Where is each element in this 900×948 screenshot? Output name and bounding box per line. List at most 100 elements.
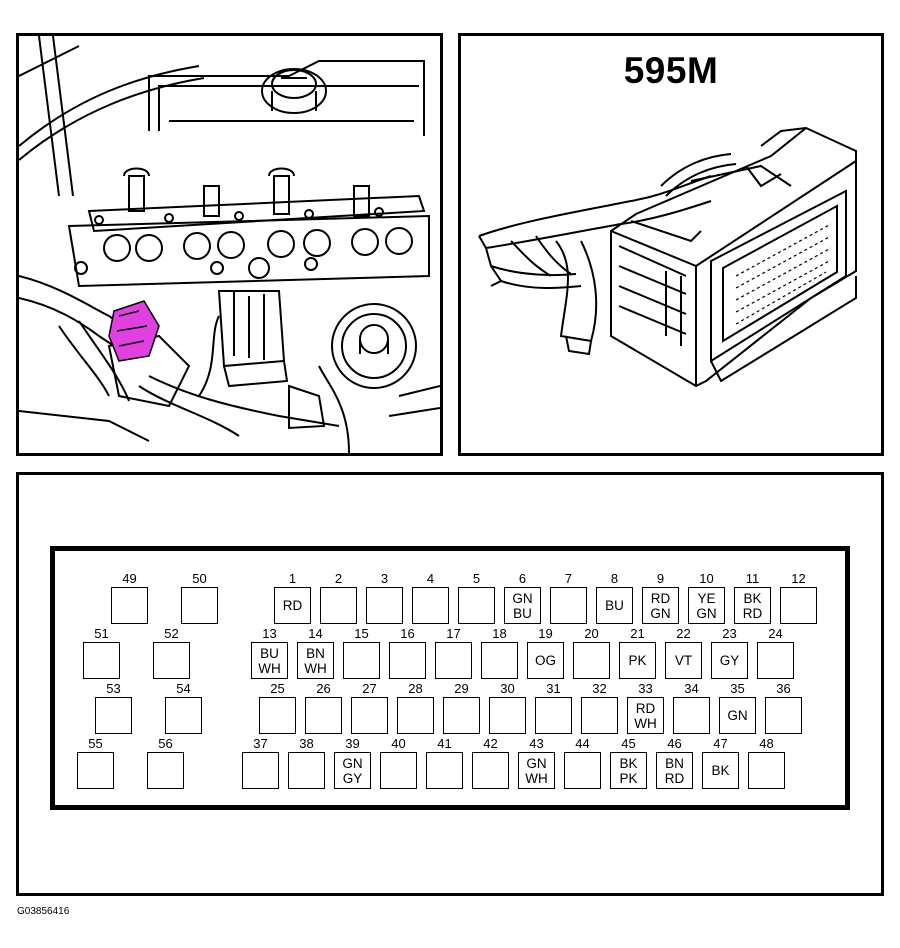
wire-color-code: BN	[665, 755, 684, 771]
pin-number: 9	[656, 571, 665, 586]
pin-cavity	[397, 697, 434, 734]
pin-number: 8	[610, 571, 619, 586]
pin-56: 56	[147, 737, 184, 789]
pin-44: 44	[564, 737, 601, 789]
wire-color-code: GY	[342, 770, 363, 786]
pin-number: 42	[483, 736, 498, 751]
pin-cavity	[320, 587, 357, 624]
wire-color-code: RD	[635, 700, 656, 716]
pin-32: 32	[581, 682, 618, 734]
pin-29: 29	[443, 682, 480, 734]
wire-color-code: BK	[743, 590, 762, 606]
pin-number: 56	[158, 736, 173, 751]
pin-number: 19	[538, 626, 553, 641]
pin-cavity	[489, 697, 526, 734]
pin-17: 17	[435, 627, 472, 679]
pin-cavity	[458, 587, 495, 624]
pin-number: 22	[676, 626, 691, 641]
pin-cavity	[472, 752, 509, 789]
pin-number: 34	[684, 681, 699, 696]
pin-number: 54	[176, 681, 191, 696]
pin-number: 31	[546, 681, 561, 696]
pin-number: 35	[730, 681, 745, 696]
pin-cavity	[389, 642, 426, 679]
pin-2: 2	[320, 572, 357, 624]
pin-cavity	[380, 752, 417, 789]
pin-number: 17	[446, 626, 461, 641]
wire-color-code: BK	[619, 755, 638, 771]
pin-cavity	[765, 697, 802, 734]
pin-number: 1	[288, 571, 297, 586]
wire-color-code: RD	[742, 605, 763, 621]
pin-cavity	[165, 697, 202, 734]
pin-cavity	[147, 752, 184, 789]
pin-number: 41	[437, 736, 452, 751]
pin-37: 37	[242, 737, 279, 789]
pin-cavity: GY	[711, 642, 748, 679]
pin-number: 46	[667, 736, 682, 751]
pin-cavity	[343, 642, 380, 679]
wire-color-code: GN	[696, 605, 717, 621]
engine-compartment-drawing	[19, 36, 440, 453]
pin-cavity	[153, 642, 190, 679]
pin-36: 36	[765, 682, 802, 734]
pin-cavity	[673, 697, 710, 734]
pin-number: 50	[192, 571, 207, 586]
pin-number: 53	[106, 681, 121, 696]
pin-18: 18	[481, 627, 518, 679]
wire-color-code: RD	[650, 590, 671, 606]
pin-30: 30	[489, 682, 526, 734]
pin-5: 5	[458, 572, 495, 624]
pin-cavity	[111, 587, 148, 624]
pin-31: 31	[535, 682, 572, 734]
pin-cavity	[748, 752, 785, 789]
pin-3: 3	[366, 572, 403, 624]
pin-cavity	[181, 587, 218, 624]
pin-cavity: BU	[596, 587, 633, 624]
pin-number: 38	[299, 736, 314, 751]
pin-number: 49	[122, 571, 137, 586]
pin-number: 37	[253, 736, 268, 751]
pin-27: 27	[351, 682, 388, 734]
pin-number: 3	[380, 571, 389, 586]
pin-number: 6	[518, 571, 527, 586]
pin-54: 54	[165, 682, 202, 734]
wire-color-code: BU	[605, 598, 624, 613]
pin-number: 48	[759, 736, 774, 751]
pin-number: 15	[354, 626, 369, 641]
pin-cavity: GN	[719, 697, 756, 734]
pin-number: 30	[500, 681, 515, 696]
pin-number: 21	[630, 626, 645, 641]
pin-number: 39	[345, 736, 360, 751]
pin-number: 13	[262, 626, 277, 641]
wire-color-code: OG	[534, 653, 556, 668]
pinout-frame	[50, 546, 850, 810]
pin-cavity	[77, 752, 114, 789]
pin-28: 28	[397, 682, 434, 734]
pin-cavity	[259, 697, 296, 734]
figure-code: G03856416	[17, 906, 70, 917]
pin-number: 47	[713, 736, 728, 751]
wire-color-code: BK	[711, 763, 730, 778]
connector-drawing	[478, 126, 857, 388]
pin-cavity	[242, 752, 279, 789]
pin-number: 20	[584, 626, 599, 641]
wire-color-code: PK	[619, 770, 638, 786]
wire-color-code: GN	[727, 708, 748, 723]
wire-color-code: RD	[282, 598, 303, 613]
pin-42: 42	[472, 737, 509, 789]
wire-color-code: YE	[697, 590, 716, 606]
pin-number: 10	[699, 571, 714, 586]
pin-number: 33	[638, 681, 653, 696]
pin-cavity	[757, 642, 794, 679]
